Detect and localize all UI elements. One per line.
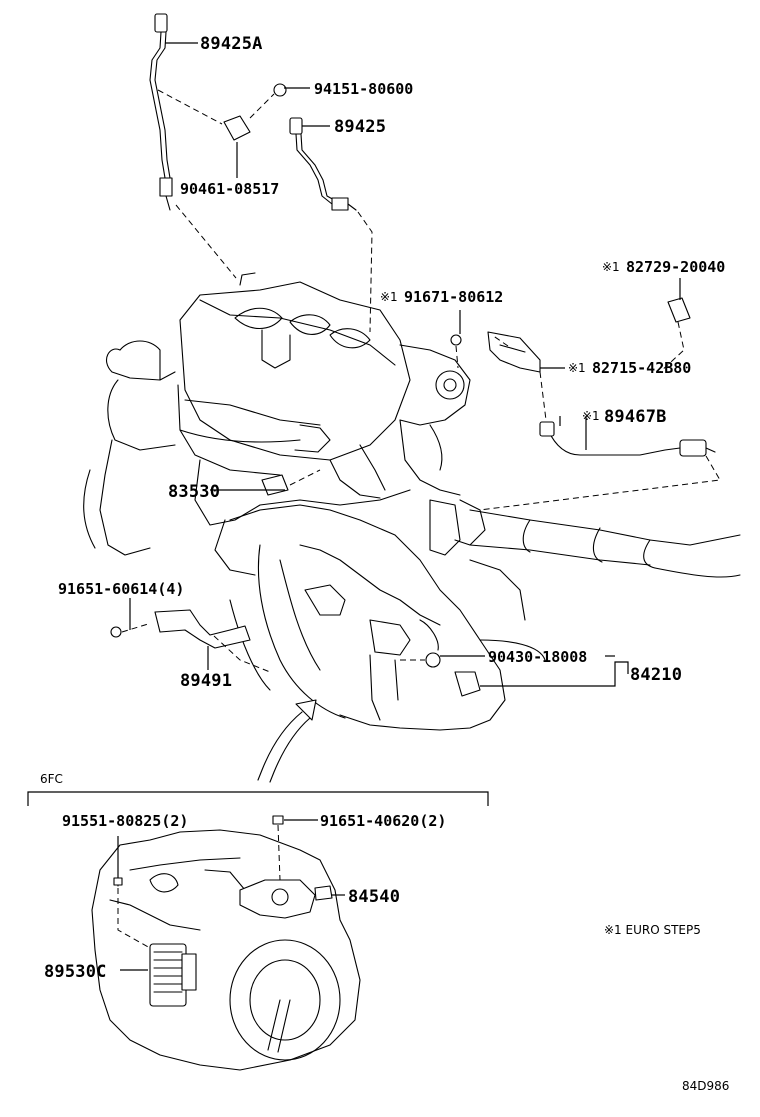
sensor-89467B-illustration (539, 421, 716, 457)
sensor-84210-illustration (425, 652, 481, 697)
label-89425A: 89425A (200, 34, 263, 54)
clip-82729-illustration (667, 297, 691, 323)
label-91671-80612: 91671-80612 (404, 288, 503, 306)
label-82729-20040: 82729-20040 (626, 258, 725, 276)
sensor-89491-illustration (110, 609, 251, 649)
label-89491: 89491 (180, 671, 232, 691)
mark-82729: ※1 (602, 260, 620, 274)
label-91651-60614: 91651-60614(4) (58, 580, 184, 598)
label-91651-40620: 91651-40620(2) (320, 812, 446, 830)
footnote-euro-step5: ※1 EURO STEP5 (604, 923, 701, 937)
section-label-6fc: 6FC (40, 772, 63, 786)
label-84540: 84540 (348, 887, 400, 907)
part-labels: 89425A 94151-80600 89425 90461-08517 ※1 … (40, 34, 729, 1093)
label-89425: 89425 (334, 117, 386, 137)
switch-83530-illustration (261, 474, 289, 496)
mark-89467B: ※1 (582, 409, 600, 423)
drawing-id: 84D986 (682, 1079, 729, 1093)
label-89467B: 89467B (604, 407, 667, 427)
section-bracket (27, 791, 489, 806)
label-94151-80600: 94151-80600 (314, 80, 413, 98)
mark-82715: ※1 (568, 361, 586, 375)
bracket-82715-illustration (487, 331, 541, 373)
clamp-90461-illustration (223, 115, 251, 141)
label-91551-80825: 91551-80825(2) (62, 812, 188, 830)
label-84210: 84210 (630, 665, 682, 685)
label-90461-08517: 90461-08517 (180, 180, 279, 198)
leader-dashes (117, 89, 721, 949)
label-83530: 83530 (168, 482, 220, 502)
mark-91671: ※1 (380, 290, 398, 304)
callout-leaders (117, 42, 681, 971)
transmission-6fc-illustration (91, 815, 361, 1071)
o2-sensor-89425A-illustration (149, 13, 173, 211)
label-90430-18008: 90430-18008 (488, 648, 587, 666)
label-82715-42B80: 82715-42B80 (592, 359, 691, 377)
bolt-91671-illustration (450, 334, 462, 346)
bolt-94151-illustration (273, 83, 287, 97)
label-89530C: 89530C (44, 962, 107, 982)
engine-illustration (83, 272, 741, 783)
